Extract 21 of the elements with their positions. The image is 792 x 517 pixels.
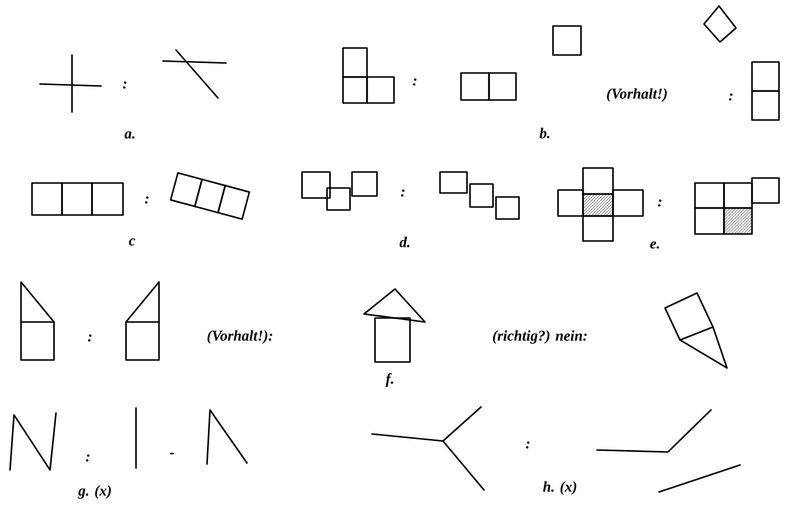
colon-sign: : <box>729 93 732 101</box>
figure-letter: f. <box>386 373 394 387</box>
colon-sign: : <box>145 196 148 204</box>
annotation-text: (Vorhalt!) <box>607 88 667 102</box>
figure-letter: g. (x) <box>78 485 111 499</box>
figure-letter: e. <box>650 241 659 249</box>
colon-sign: : <box>658 199 662 207</box>
dash-sign: - <box>170 452 174 454</box>
colon-sign: : <box>401 189 404 197</box>
colon-sign: : <box>86 454 90 462</box>
figure-letter: b. <box>540 128 550 138</box>
annotation-text: (Vorhalt!): <box>208 330 272 344</box>
colon-sign: : <box>88 334 92 342</box>
colon-sign: : <box>123 81 126 89</box>
annotation-text: (richtig?) nein: <box>493 330 587 344</box>
figure-letter: a. <box>124 131 134 139</box>
figure-letter: d. <box>400 236 410 248</box>
colon-sign: : <box>526 441 530 449</box>
figure-letter: h. (x) <box>543 481 576 495</box>
figure-letter: c <box>128 238 136 246</box>
colon-sign: : <box>413 78 416 86</box>
